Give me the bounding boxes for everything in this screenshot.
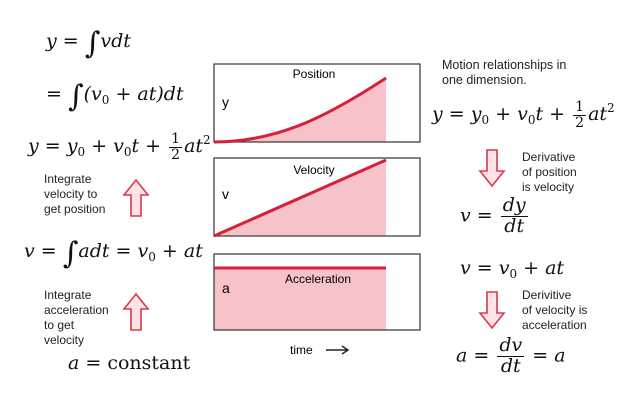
panel-velocity: Velocity v xyxy=(213,157,421,238)
position-curve xyxy=(213,76,387,144)
panel-title: Velocity xyxy=(293,163,334,177)
eq-a-constant: a = constant xyxy=(68,352,191,374)
note-integrate-velocity: Integrate velocity to get position xyxy=(44,172,106,216)
acceleration-area xyxy=(214,268,386,330)
panel-var: a xyxy=(222,280,230,296)
panel-position: Position y xyxy=(213,63,421,144)
integral-sign: ∫ xyxy=(62,236,79,271)
integral-sign: ∫ xyxy=(84,26,101,61)
panel-var: y xyxy=(222,94,229,110)
note-integrate-acceleration: Integrate acceleration to get velocity xyxy=(44,288,109,347)
eq-y-integral-v: y = ∫vdt xyxy=(46,26,131,61)
velocity-line xyxy=(213,158,387,238)
panel-title: Position xyxy=(293,67,336,81)
panel-frame xyxy=(213,253,421,331)
up-arrow-icon xyxy=(122,292,150,331)
up-arrow-icon xyxy=(122,178,150,217)
panel-frame xyxy=(213,63,421,143)
up-arrow-shape xyxy=(122,292,150,331)
panel-title: Acceleration xyxy=(285,272,351,286)
time-arrow-icon xyxy=(326,345,350,355)
down-arrow-shape xyxy=(478,149,506,188)
eq-v-v0-at: v = v0 + at xyxy=(460,257,565,281)
position-area xyxy=(214,78,386,142)
note-derivative-velocity: Derivitive of velocity is acceleration xyxy=(522,288,588,332)
panel-frame xyxy=(213,157,421,237)
down-arrow-icon xyxy=(478,291,506,330)
note-derivative-position: Derivative of position is velocity xyxy=(522,150,577,194)
integral-sign: ∫ xyxy=(67,79,84,114)
eq-integral-v0-at: = ∫(v0 + at)dt xyxy=(46,79,184,114)
time-label: time xyxy=(290,343,313,357)
eq-v-integral-a: v = ∫adt = v0 + at xyxy=(24,236,203,271)
motion-graphs: Position y Velocity v Acceleration a tim… xyxy=(213,63,421,357)
panel-var: v xyxy=(222,186,229,202)
down-arrow-icon xyxy=(478,149,506,188)
down-arrow-shape xyxy=(478,291,506,330)
panel-acceleration: Acceleration a xyxy=(213,253,421,331)
up-arrow-shape xyxy=(122,178,150,217)
header-motion-relationships: Motion relationships in one dimension. xyxy=(442,58,567,87)
